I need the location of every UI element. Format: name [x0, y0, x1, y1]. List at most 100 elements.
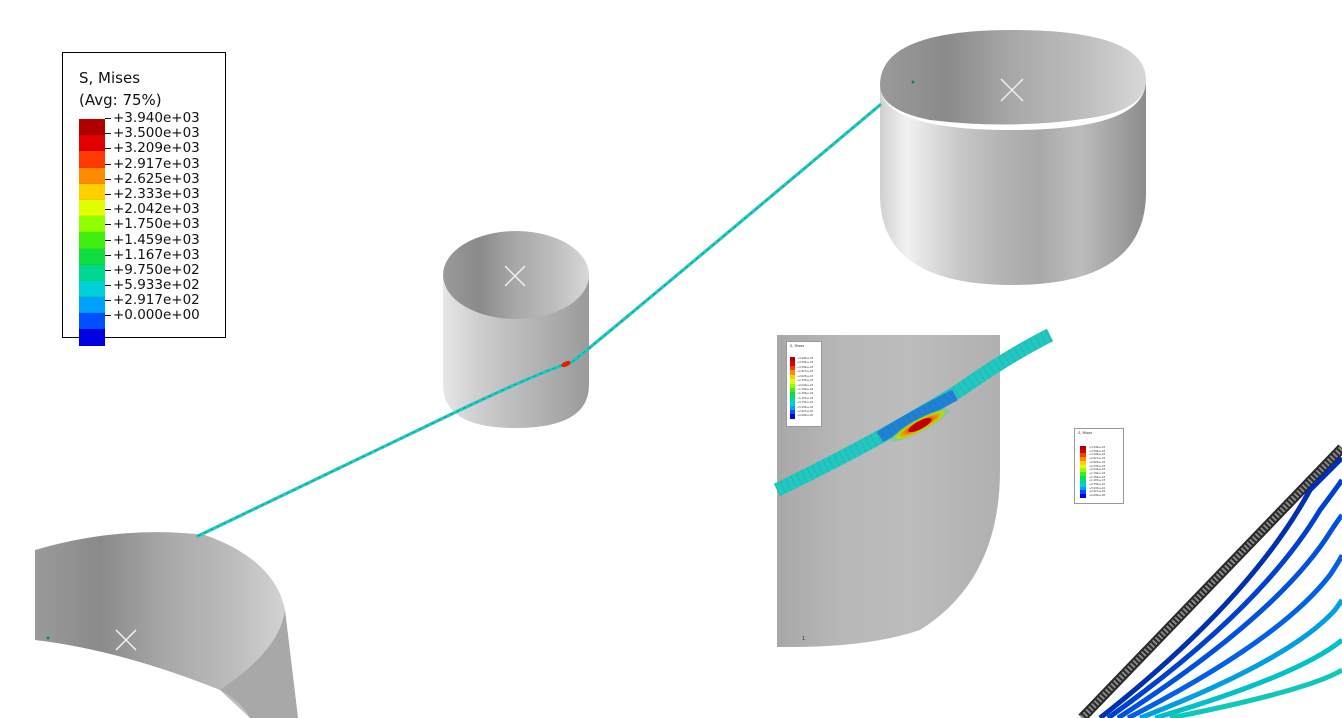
mini-legend-value: +2.333e+03 [1089, 464, 1106, 468]
legend-swatch [79, 151, 105, 168]
legend-swatch [79, 216, 105, 233]
mini-legend-value: +5.933e+02 [797, 405, 814, 409]
legend-value: +1.459e+03 [105, 231, 200, 248]
mini-legend-swatch [790, 370, 795, 375]
mini-legend-swatch [1080, 449, 1086, 454]
mini-legend-swatch [790, 401, 795, 406]
mini-legend-value: +1.459e+03 [797, 392, 814, 396]
legend-value: +2.042e+03 [105, 201, 200, 218]
legend-value: +2.625e+03 [105, 170, 200, 187]
legend-title: S, Mises [79, 69, 141, 87]
legend-swatch [79, 135, 105, 152]
legend-swatch [79, 297, 105, 314]
mini-legend-value: +1.167e+03 [1089, 479, 1106, 483]
mini-legend-value: +3.940e+03 [797, 357, 814, 360]
mini-legend-value: +2.625e+03 [797, 374, 814, 378]
legend-value: +3.500e+03 [105, 125, 200, 142]
mini-legend-swatch [1080, 490, 1086, 495]
mini-legend-swatch [1080, 494, 1086, 498]
svg-text:1: 1 [802, 636, 805, 642]
mini-legend-swatch [1080, 479, 1086, 484]
mini-legend-value: +2.625e+03 [1089, 460, 1106, 464]
legend-labels: +3.940e+03+3.500e+03+3.209e+03+2.917e+03… [105, 110, 200, 324]
mini-legend-swatch [790, 361, 795, 366]
mini-legend-value: +1.750e+03 [1089, 471, 1106, 475]
mini-legend-swatch [790, 374, 795, 380]
legend-swatch [79, 329, 105, 346]
mini-legend-swatch [1080, 475, 1086, 480]
mini-legend-value: +9.750e+02 [1089, 483, 1106, 487]
legend-value: +2.333e+03 [105, 185, 200, 202]
mini-legend-value: +3.940e+03 [1089, 446, 1106, 449]
mini-legend-value: +2.917e+02 [797, 410, 814, 414]
small-cylinder-middle [443, 231, 589, 428]
mini-legend-swatch [790, 379, 795, 384]
legend-swatch [79, 232, 105, 249]
mini-legend-value: +1.167e+03 [797, 396, 814, 400]
small-legend-labels: +3.940e+03+3.500e+03+3.209e+03+2.917e+03… [1089, 446, 1121, 498]
mini-legend-value: +2.042e+03 [797, 383, 814, 387]
mini-legend-swatch [790, 383, 795, 388]
mini-legend-value: +3.500e+03 [1089, 449, 1106, 453]
mini-legend-swatch [1080, 453, 1086, 458]
legend-value: +9.750e+02 [105, 261, 200, 278]
legend-swatch [79, 167, 105, 184]
mini-legend-value: +2.042e+03 [1089, 468, 1106, 472]
mini-legend-value: +2.917e+02 [1089, 490, 1106, 494]
legend-color-bar [79, 119, 105, 346]
mini-legend-value: +2.917e+03 [797, 370, 814, 374]
mini-legend-swatch [790, 405, 795, 411]
legend-swatch [79, 280, 105, 298]
mini-legend-value: +1.459e+03 [1089, 475, 1106, 479]
inset-legend-bar [790, 357, 795, 419]
mini-legend-value: +2.333e+03 [797, 379, 814, 383]
mini-legend-value: +0.000e+00 [1089, 494, 1106, 498]
mini-legend-swatch [1080, 483, 1086, 487]
inset-legend-title: S, Mises [790, 344, 805, 348]
stress-legend: S, Mises (Avg: 75%) +3.940e+03+3.500e+03… [62, 52, 226, 346]
legend-swatch [79, 248, 105, 265]
mini-legend-swatch [1080, 460, 1086, 465]
mini-legend-swatch [1080, 486, 1086, 491]
mini-legend-swatch [1080, 446, 1086, 450]
mini-legend-swatch [790, 365, 795, 371]
mini-legend-swatch [790, 392, 795, 397]
mini-legend-value: +5.933e+02 [1089, 486, 1106, 490]
mini-legend-swatch [1080, 471, 1086, 476]
mini-legend-value: +1.750e+03 [797, 387, 814, 391]
large-cylinder-bottom-left [35, 532, 298, 718]
mini-legend-swatch [1080, 468, 1086, 472]
mini-legend-value: +9.750e+02 [797, 401, 814, 405]
legend-swatch [79, 264, 105, 281]
inset-legend: S, Mises +3.940e+03+3.500e+03+3.209e+03+… [786, 341, 822, 427]
legend-value: +2.917e+02 [105, 292, 200, 309]
small-legend-bar [1080, 446, 1086, 498]
legend-value: +1.167e+03 [105, 246, 200, 263]
legend-value: +0.000e+00 [105, 307, 200, 324]
legend-value: +1.750e+03 [105, 216, 200, 233]
legend-value: +2.917e+03 [105, 155, 200, 172]
legend-swatch [79, 313, 105, 330]
mini-legend-swatch [790, 387, 795, 393]
mini-legend-swatch [790, 396, 795, 402]
cable-wire[interactable] [196, 103, 882, 538]
large-cylinder-top-right [880, 30, 1146, 285]
small-legend-title: S, Mises [1078, 431, 1093, 435]
strand-bundle [1078, 444, 1342, 718]
inset-legend-labels: +3.940e+03+3.500e+03+3.209e+03+2.917e+03… [797, 357, 819, 419]
zoom-inset: 1 [773, 328, 1054, 647]
mini-legend-swatch [790, 414, 795, 419]
mini-legend-swatch [790, 410, 795, 415]
legend-swatch [79, 183, 105, 200]
mini-legend-value: +2.917e+03 [1089, 457, 1106, 461]
legend-value: +5.933e+02 [105, 277, 200, 294]
mini-legend-value: +3.500e+03 [797, 361, 814, 365]
legend-value: +3.209e+03 [105, 140, 200, 157]
mini-legend-value: +0.000e+00 [797, 414, 814, 418]
legend-swatch [79, 119, 105, 136]
small-legend-right: S, Mises +3.940e+03+3.500e+03+3.209e+03+… [1074, 428, 1124, 504]
mini-legend-value: +3.209e+03 [797, 365, 814, 369]
mini-legend-swatch [1080, 457, 1086, 461]
mini-legend-value: +3.209e+03 [1089, 453, 1106, 457]
